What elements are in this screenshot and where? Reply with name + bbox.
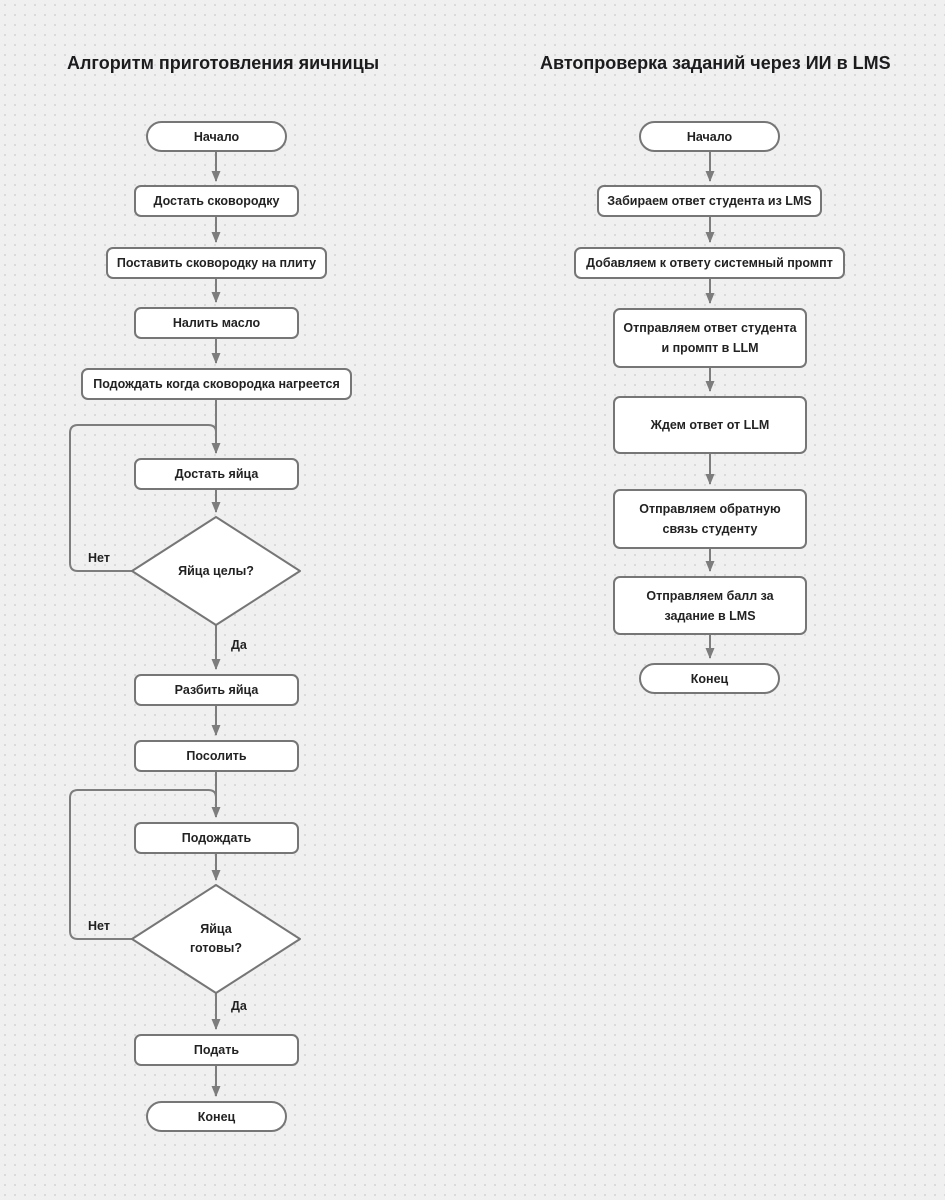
process-node: Посолить (134, 740, 299, 772)
chart-title-right: Автопроверка заданий через ИИ в LMS (540, 53, 891, 73)
process-node: Отправляем ответ студента и промпт в LLM (613, 308, 807, 368)
process-node: Подождать (134, 822, 299, 854)
process-node: Достать яйца (134, 458, 299, 490)
process-node: Ждем ответ от LLM (613, 396, 807, 454)
process-node: Поставить сковородку на плиту (106, 247, 327, 279)
process-node: Подождать когда сковородка нагреется (81, 368, 352, 400)
decision-label-eggs-intact: Яйца целы? (178, 563, 254, 578)
decision-diamond-eggs-intact (131, 516, 301, 626)
process-node: Добавляем к ответу системный промпт (574, 247, 845, 279)
process-node: Разбить яйца (134, 674, 299, 706)
edge-label-yes: Да (231, 999, 247, 1013)
left-loop-paths (69, 424, 217, 940)
start-terminator: Начало (146, 121, 287, 152)
chart-title-left: Алгоритм приготовления яичницы (67, 53, 380, 73)
process-node: Отправляем балл за задание в LMS (613, 576, 807, 635)
process-node: Достать сковородку (134, 185, 299, 217)
process-node: Отправляем обратную связь студенту (613, 489, 807, 549)
end-terminator: Конец (146, 1101, 287, 1132)
start-terminator: Начало (639, 121, 780, 152)
end-terminator: Конец (639, 663, 780, 694)
edge-label-yes: Да (231, 638, 247, 652)
decision-diamond-eggs-ready (131, 884, 301, 994)
decision-label-eggs-ready: Яйца готовы? (190, 922, 242, 955)
process-node: Налить масло (134, 307, 299, 339)
process-node: Забираем ответ студента из LMS (597, 185, 822, 217)
edge-label-no: Нет (88, 551, 110, 565)
edge-label-no: Нет (88, 919, 110, 933)
process-node: Подать (134, 1034, 299, 1066)
